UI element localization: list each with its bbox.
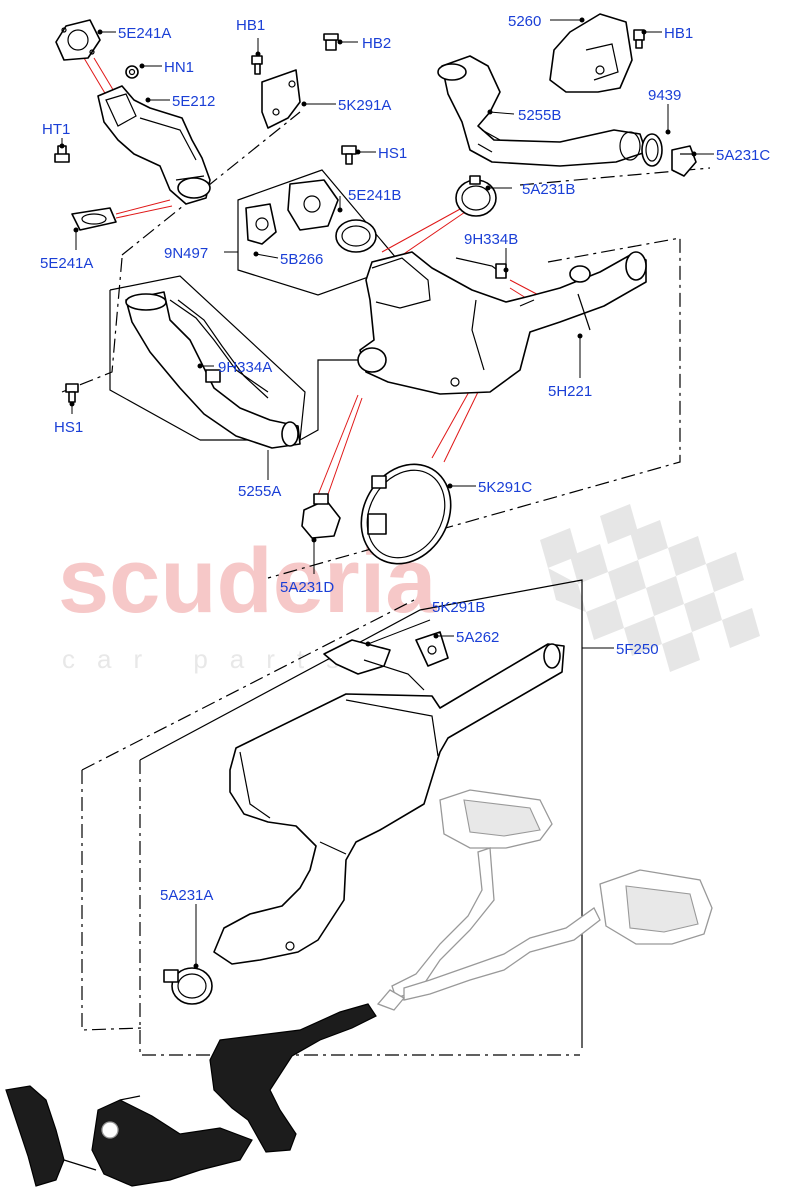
label-hb1-left: HB1 xyxy=(236,17,265,34)
overview-exhaust-system xyxy=(376,789,713,1011)
group-boundaries xyxy=(61,111,711,1056)
label-ht1: HT1 xyxy=(42,121,70,138)
label-hb1-right: HB1 xyxy=(664,25,693,42)
label-5f250: 5F250 xyxy=(616,641,659,658)
overview-dark-section xyxy=(5,1003,377,1187)
ring-5b266[interactable] xyxy=(335,219,377,253)
label-5k291c: 5K291C xyxy=(478,479,532,496)
bracket-5k291a[interactable] xyxy=(261,69,301,129)
label-5a231b: 5A231B xyxy=(522,181,575,198)
heat-shield-5260[interactable] xyxy=(549,13,633,93)
label-5a231d: 5A231D xyxy=(280,579,334,596)
label-9h334a: 9H334A xyxy=(218,359,272,376)
gasket-5e241a-bottom[interactable] xyxy=(71,207,117,231)
silencer-5f250[interactable] xyxy=(213,643,565,965)
pipe-5255b[interactable] xyxy=(437,55,647,167)
catalytic-converter[interactable] xyxy=(357,251,647,395)
watermark-checker-flag xyxy=(540,504,760,672)
label-5e212: 5E212 xyxy=(172,93,215,110)
mount-5a262[interactable] xyxy=(415,631,449,667)
label-5a262: 5A262 xyxy=(456,629,499,646)
gasket-9439[interactable] xyxy=(641,133,663,167)
label-9h334b: 9H334B xyxy=(464,231,518,248)
label-5h221: 5H221 xyxy=(548,383,592,400)
leader-lines xyxy=(59,17,714,969)
label-5255a: 5255A xyxy=(238,483,281,500)
bolt-hs1-top[interactable] xyxy=(341,145,357,165)
gasket-5e241a-top[interactable] xyxy=(55,19,101,61)
bolt-hb1-left[interactable] xyxy=(251,55,263,75)
clamp-5a231b[interactable] xyxy=(455,175,497,217)
label-5k291a: 5K291A xyxy=(338,97,391,114)
label-5e241a-top: 5E241A xyxy=(118,25,171,42)
clamp-5a231d[interactable] xyxy=(301,493,341,539)
pipe-5e212[interactable] xyxy=(97,85,211,205)
clamp-5a231c[interactable] xyxy=(671,145,697,177)
flange-5e241b[interactable] xyxy=(287,179,339,231)
bolt-hs1-bottom[interactable] xyxy=(65,383,79,403)
nut-hn1[interactable] xyxy=(125,65,139,79)
label-5k291b: 5K291B xyxy=(432,599,485,616)
label-9n497: 9N497 xyxy=(164,245,208,262)
callout-labels: 5E241A HN1 5E212 HT1 5E241A HB1 HB2 5K29… xyxy=(40,13,770,904)
label-5260: 5260 xyxy=(508,13,541,30)
label-5b266: 5B266 xyxy=(280,251,323,268)
label-5a231c: 5A231C xyxy=(716,147,770,164)
label-hn1: HN1 xyxy=(164,59,194,76)
clamp-band-5k291c[interactable] xyxy=(344,448,469,580)
label-5255b: 5255B xyxy=(518,107,561,124)
clamp-5a231a[interactable] xyxy=(163,967,213,1005)
label-hb2: HB2 xyxy=(362,35,391,52)
bracket-5k291b[interactable] xyxy=(323,639,425,691)
label-5a231a: 5A231A xyxy=(160,887,213,904)
pipe-5255a[interactable] xyxy=(125,291,301,449)
label-hs1-bottom: HS1 xyxy=(54,419,83,436)
gasket-9n497[interactable] xyxy=(245,203,277,245)
bolt-hb1-right[interactable] xyxy=(633,29,645,49)
label-5e241b: 5E241B xyxy=(348,187,401,204)
label-9439: 9439 xyxy=(648,87,681,104)
bolt-hb2[interactable] xyxy=(323,33,339,51)
sensor-9h334b[interactable] xyxy=(455,257,507,279)
label-hs1-top: HS1 xyxy=(378,145,407,162)
watermark-subtext: car parts xyxy=(62,644,361,674)
label-5e241a-bottom: 5E241A xyxy=(40,255,93,272)
